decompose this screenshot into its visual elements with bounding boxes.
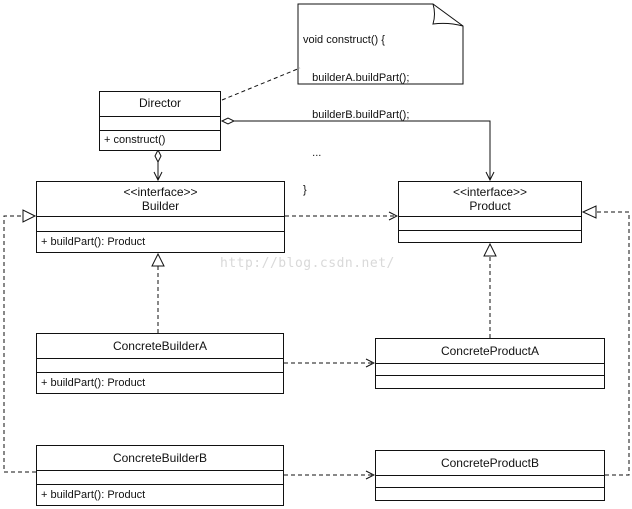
attributes-section bbox=[376, 475, 604, 487]
aggregation-director-product bbox=[220, 117, 490, 180]
class-header: <<interface>> Product bbox=[399, 182, 581, 216]
attributes-section bbox=[399, 216, 581, 230]
class-name: ConcreteBuilderA bbox=[112, 339, 208, 353]
class-concrete-builder-b[interactable]: ConcreteBuilderB + buildPart(): Product bbox=[36, 445, 284, 506]
class-name: Builder bbox=[141, 199, 180, 213]
note-line: void construct() { bbox=[303, 34, 385, 46]
realization-producta-product bbox=[483, 242, 497, 338]
class-concrete-product-b[interactable]: ConcreteProductB bbox=[375, 450, 605, 501]
realization-productb-product bbox=[581, 205, 630, 476]
attributes-section bbox=[37, 216, 284, 231]
note-code: void construct() { builderA.buildPart();… bbox=[303, 9, 409, 222]
class-product[interactable]: <<interface>> Product bbox=[398, 181, 582, 243]
operations-section bbox=[376, 487, 604, 500]
operation: + construct() bbox=[100, 130, 220, 150]
operation: + buildPart(): Product bbox=[37, 231, 284, 252]
class-header: <<interface>> Builder bbox=[37, 182, 284, 216]
attributes-section bbox=[37, 470, 283, 484]
note-line: ... bbox=[303, 146, 322, 159]
class-director[interactable]: Director + construct() bbox=[99, 91, 221, 151]
attributes-section bbox=[37, 358, 283, 372]
operations-section bbox=[399, 230, 581, 242]
stereotype: <<interface>> bbox=[452, 185, 528, 199]
class-name: ConcreteBuilderB bbox=[112, 451, 208, 465]
operations-section bbox=[376, 375, 604, 388]
note-shape bbox=[297, 3, 464, 85]
aggregation-director-builder bbox=[155, 148, 161, 180]
note-line: builderB.buildPart(); bbox=[303, 109, 410, 121]
attributes-section bbox=[100, 116, 220, 130]
class-name: Product bbox=[469, 199, 511, 213]
realization-builderb-builder bbox=[3, 209, 37, 473]
operation: + buildPart(): Product bbox=[37, 372, 283, 393]
operation: + buildPart(): Product bbox=[37, 484, 283, 505]
class-name: ConcreteProductB bbox=[440, 456, 540, 470]
class-builder[interactable]: <<interface>> Builder + buildPart(): Pro… bbox=[36, 181, 285, 253]
note-line: builderA.buildPart(); bbox=[303, 71, 410, 84]
class-name: Director bbox=[138, 96, 181, 110]
note-line: } bbox=[303, 184, 307, 196]
class-concrete-product-a[interactable]: ConcreteProductA bbox=[375, 338, 605, 389]
note-anchor-line bbox=[221, 67, 301, 101]
realization-buildera-builder bbox=[151, 252, 165, 333]
class-concrete-builder-a[interactable]: ConcreteBuilderA + buildPart(): Product bbox=[36, 333, 284, 394]
class-name: ConcreteProductA bbox=[440, 344, 540, 358]
attributes-section bbox=[376, 363, 604, 375]
watermark: http://blog.csdn.net/ bbox=[220, 256, 395, 271]
stereotype: <<interface>> bbox=[123, 185, 198, 199]
